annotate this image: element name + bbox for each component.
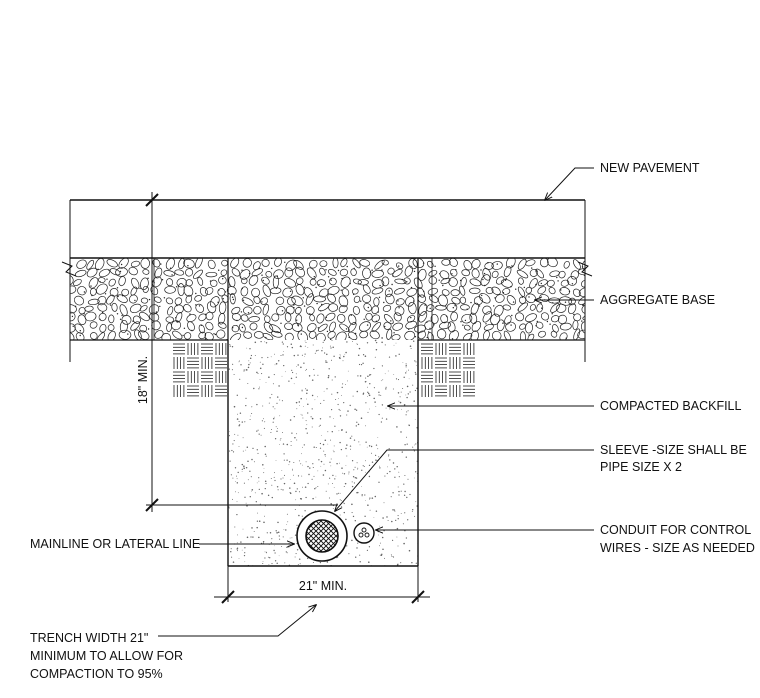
sleeve-label-line2: PIPE SIZE X 2: [600, 460, 682, 474]
width-dimension: 21" MIN.: [214, 566, 430, 604]
leader-lines: [158, 167, 594, 637]
conduit-label-line2: WIRES - SIZE AS NEEDED: [600, 541, 755, 555]
aggregate-base-label: AGGREGATE BASE: [600, 293, 715, 307]
new-pavement-label: NEW PAVEMENT: [600, 161, 700, 175]
mainline-label: MAINLINE OR LATERAL LINE: [30, 537, 200, 551]
trench-width-leader: [158, 605, 316, 637]
control-wire-conduit: [353, 522, 375, 544]
trench-note-line1: TRENCH WIDTH 21": [30, 631, 148, 645]
new-pavement-leader: [545, 167, 594, 200]
native-soil-hatch-right: [421, 343, 475, 397]
aggregate-stones: [70, 258, 585, 340]
width-dimension-label: 21" MIN.: [299, 579, 347, 593]
pipe-crosshatch: [306, 520, 338, 552]
native-soil-hatch-left: [173, 343, 227, 397]
depth-dimension: 18" MIN.: [136, 192, 338, 512]
depth-dimension-label: 18" MIN.: [136, 356, 150, 404]
trench-note-line2: MINIMUM TO ALLOW FOR: [30, 649, 183, 663]
conduit-label-line1: CONDUIT FOR CONTROL: [600, 523, 751, 537]
left-break-symbol: [61, 261, 77, 277]
trench-note-line3: COMPACTION TO 95%: [30, 667, 163, 681]
compacted-backfill-label: COMPACTED BACKFILL: [600, 399, 742, 413]
sleeve-label-line1: SLEEVE -SIZE SHALL BE: [600, 443, 747, 457]
right-break-symbol: [577, 261, 593, 277]
sleeve-with-pipe: [296, 510, 348, 562]
sleeve-leader: [335, 449, 594, 511]
new-pavement-layer: [69, 199, 586, 362]
aggregate-base-layer: [61, 258, 593, 341]
